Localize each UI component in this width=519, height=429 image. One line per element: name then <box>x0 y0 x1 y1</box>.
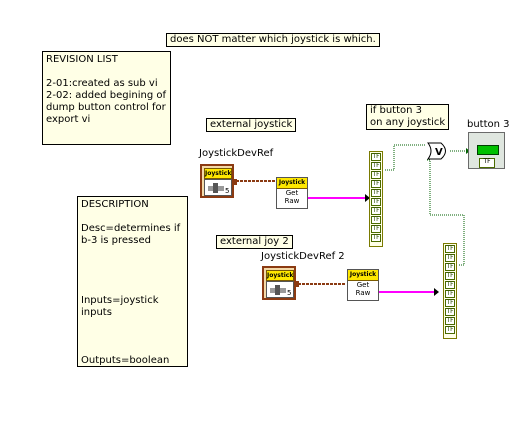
tf-cell: TF <box>445 317 455 325</box>
button3-indicator[interactable]: TF <box>468 132 505 169</box>
tf-cell: TF <box>371 171 381 179</box>
top-comment: does NOT matter which joystick is which. <box>166 33 380 47</box>
joystick-ref-2[interactable]: Joystick 5 <box>262 266 299 300</box>
joystick-icon: 5 <box>204 179 232 196</box>
description-note: DESCRIPTION Desc=determines if b-3 is pr… <box>77 196 188 367</box>
led-icon <box>477 145 499 155</box>
tf-cell: TF <box>371 189 381 197</box>
boolean-array-1[interactable]: TF TF TF TF TF TF TF TF TF TF <box>369 151 383 247</box>
get-raw-1-text: Get Raw <box>284 189 300 205</box>
ref2-label: JoystickDevRef 2 <box>261 251 345 262</box>
button3-tf: TF <box>479 158 495 168</box>
joystick-ref-2-tag: Joystick <box>266 270 294 281</box>
ref-1-index: 5 <box>225 187 229 195</box>
description-desc: Desc=determines if b-3 is pressed <box>81 223 181 246</box>
description-outputs: Outputs=boolean <box>81 355 170 366</box>
get-raw-2-tag: Joystick <box>348 270 378 281</box>
joystick-icon-2: 5 <box>266 281 294 298</box>
tf-cell: TF <box>371 153 381 161</box>
tf-cell: TF <box>445 299 455 307</box>
button3-condition-line1: if button 3 <box>370 105 423 116</box>
get-raw-node-2[interactable]: Joystick Get Raw <box>347 269 379 301</box>
or-gate[interactable]: V <box>427 142 451 160</box>
tf-cell: TF <box>371 180 381 188</box>
revision-line-2: 2-02: added begining of dump button cont… <box>46 90 166 125</box>
bool1-wire <box>385 144 426 171</box>
joystick-ref-2-pin <box>294 281 299 287</box>
tf-cell: TF <box>371 207 381 215</box>
external-joy2-label: external joy 2 <box>216 235 293 249</box>
tf-cell: TF <box>445 308 455 316</box>
getraw2-arrow <box>434 288 439 296</box>
joystick-ref-1-pin <box>232 179 237 185</box>
tf-cell: TF <box>371 234 381 242</box>
bool2-wire <box>426 159 465 266</box>
tf-cell: TF <box>445 281 455 289</box>
ref-2-index: 5 <box>287 289 291 297</box>
button3-label: button 3 <box>467 119 510 130</box>
get-raw-1-tag: Joystick <box>277 178 307 189</box>
button3-condition-line2: on any joystick <box>370 117 446 128</box>
tf-cell: TF <box>445 254 455 262</box>
ref1-label: JoystickDevRef <box>199 148 274 159</box>
tf-cell: TF <box>445 272 455 280</box>
revision-line-1: 2-01:created as sub vi <box>46 78 158 89</box>
joystick-ref-1-tag: Joystick <box>204 168 232 179</box>
tf-cell: TF <box>371 162 381 170</box>
boolean-array-2[interactable]: TF TF TF TF TF TF TF TF TF TF <box>443 243 457 339</box>
description-title: DESCRIPTION <box>81 199 149 210</box>
tf-cell: TF <box>445 290 455 298</box>
revision-list-note: REVISION LIST 2-01:created as sub vi 2-0… <box>42 51 171 145</box>
button3-condition-label: if button 3 on any joystick <box>366 104 450 130</box>
get-raw-2-text: Get Raw <box>355 281 371 297</box>
tf-cell: TF <box>371 198 381 206</box>
tf-cell: TF <box>445 326 455 334</box>
external-joystick-label: external joystick <box>206 118 297 132</box>
joystick-ref-1[interactable]: Joystick 5 <box>200 164 237 198</box>
or-symbol: V <box>435 147 443 158</box>
tf-cell: TF <box>371 225 381 233</box>
revision-title: REVISION LIST <box>46 54 118 65</box>
tf-cell: TF <box>371 216 381 224</box>
get-raw-node-1[interactable]: Joystick Get Raw <box>276 177 308 209</box>
tf-cell: TF <box>445 245 455 253</box>
tf-cell: TF <box>445 263 455 271</box>
getraw1-arrow <box>365 194 370 202</box>
description-inputs: Inputs=joystick inputs <box>81 295 159 318</box>
